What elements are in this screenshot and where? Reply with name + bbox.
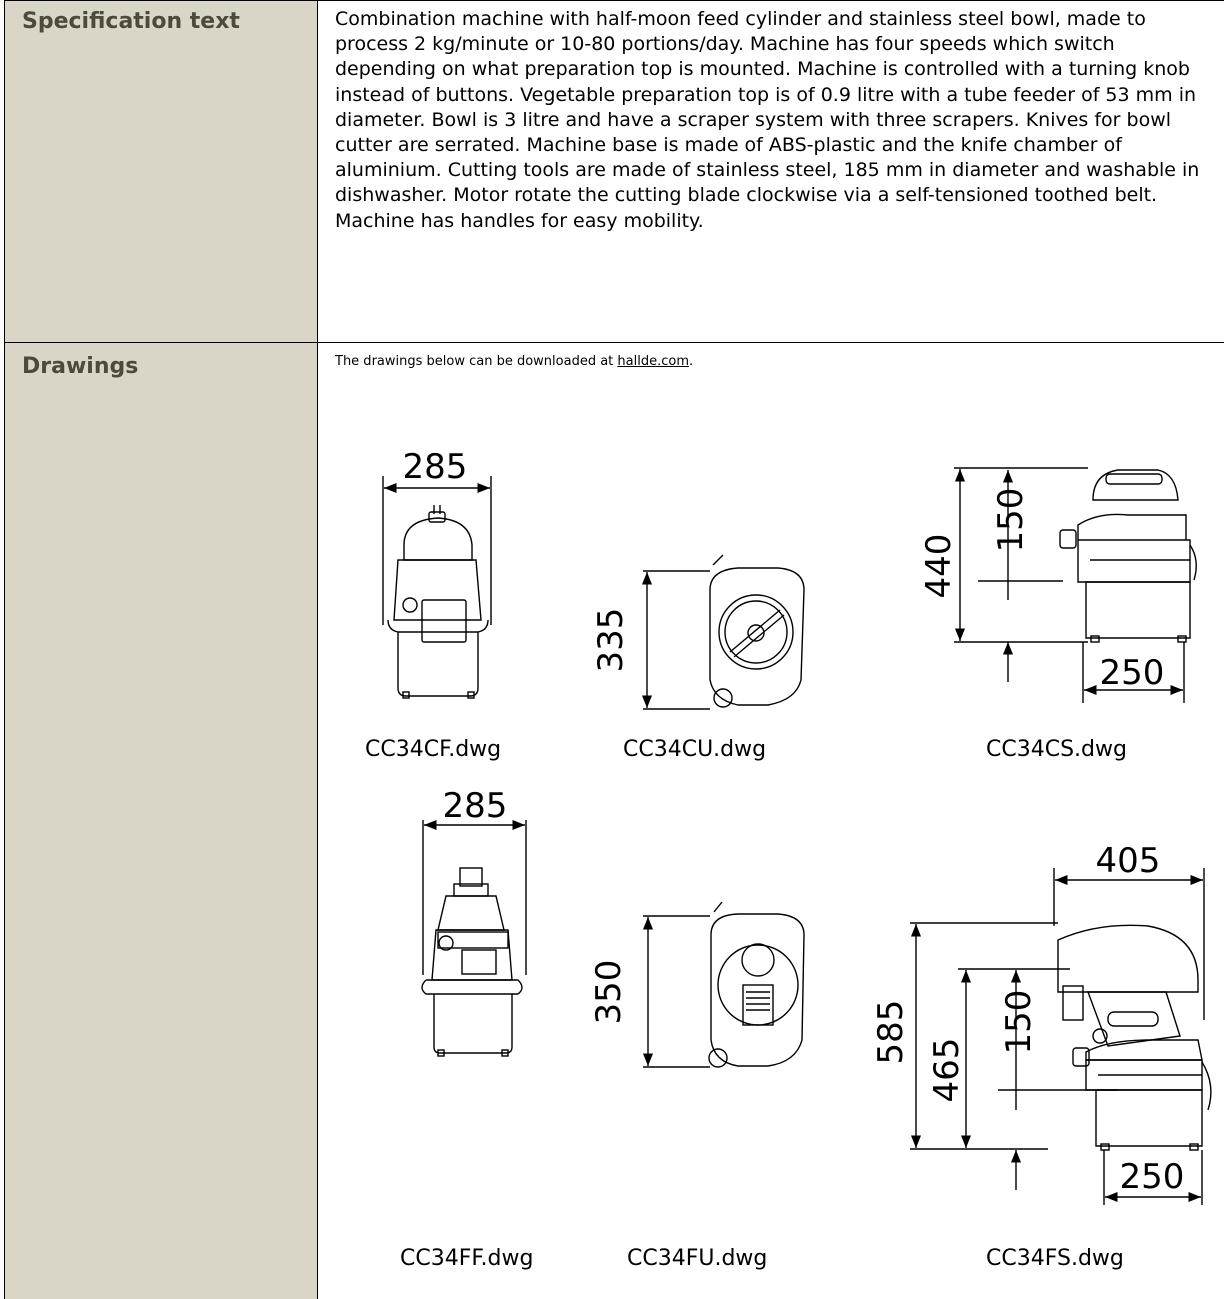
spec-label: Specification text xyxy=(22,9,240,34)
table-top-rule xyxy=(4,0,1224,1)
download-note-text: The drawings below can be downloaded at xyxy=(335,354,618,369)
drawing-cc34cs: 440 150 250 xyxy=(919,467,1197,703)
table-row-divider xyxy=(4,342,1224,343)
drawing-cc34ff: 285 xyxy=(421,786,527,1057)
dim-440: 440 xyxy=(919,534,959,599)
dim-250-fs: 250 xyxy=(1120,1157,1185,1197)
drawing-cc34cu: 335 xyxy=(591,554,805,710)
dim-150-fs: 150 xyxy=(999,990,1039,1055)
dim-350: 350 xyxy=(589,960,629,1025)
caption-cc34cu[interactable]: CC34CU.dwg xyxy=(623,737,767,762)
caption-cc34cf[interactable]: CC34CF.dwg xyxy=(365,737,502,762)
drawings-content-cell: The drawings below can be downloaded at … xyxy=(318,343,1224,1299)
dim-585: 585 xyxy=(871,1000,911,1065)
spec-label-cell: Specification text xyxy=(4,1,318,342)
dim-285: 285 xyxy=(403,447,468,487)
caption-cc34fu[interactable]: CC34FU.dwg xyxy=(627,1246,768,1271)
drawing-cc34fu: 350 xyxy=(589,901,805,1068)
dim-465: 465 xyxy=(927,1038,967,1103)
drawings-label: Drawings xyxy=(22,354,139,379)
dim-150: 150 xyxy=(991,488,1031,553)
drawings-label-cell: Drawings xyxy=(4,343,318,1299)
spec-content-cell: Combination machine with half-moon feed … xyxy=(318,1,1224,342)
dim-250: 250 xyxy=(1100,653,1165,693)
caption-cc34cs[interactable]: CC34CS.dwg xyxy=(986,737,1127,762)
dim-335: 335 xyxy=(591,608,631,673)
drawing-cc34cf: 285 xyxy=(382,447,492,699)
download-note: The drawings below can be downloaded at … xyxy=(335,354,693,369)
dim-405: 405 xyxy=(1096,841,1161,881)
download-note-suffix: . xyxy=(688,354,694,369)
hallde-link[interactable]: hallde.com xyxy=(617,354,689,369)
caption-cc34ff[interactable]: CC34FF.dwg xyxy=(400,1246,534,1271)
spec-body: Combination machine with half-moon feed … xyxy=(335,8,1200,232)
drawing-cc34fs: 405 585 465 150 250 xyxy=(871,841,1212,1205)
dim-285-ff: 285 xyxy=(443,786,508,826)
drawings-canvas: 285 335 xyxy=(382,447,1212,1205)
caption-cc34fs[interactable]: CC34FS.dwg xyxy=(986,1246,1124,1271)
